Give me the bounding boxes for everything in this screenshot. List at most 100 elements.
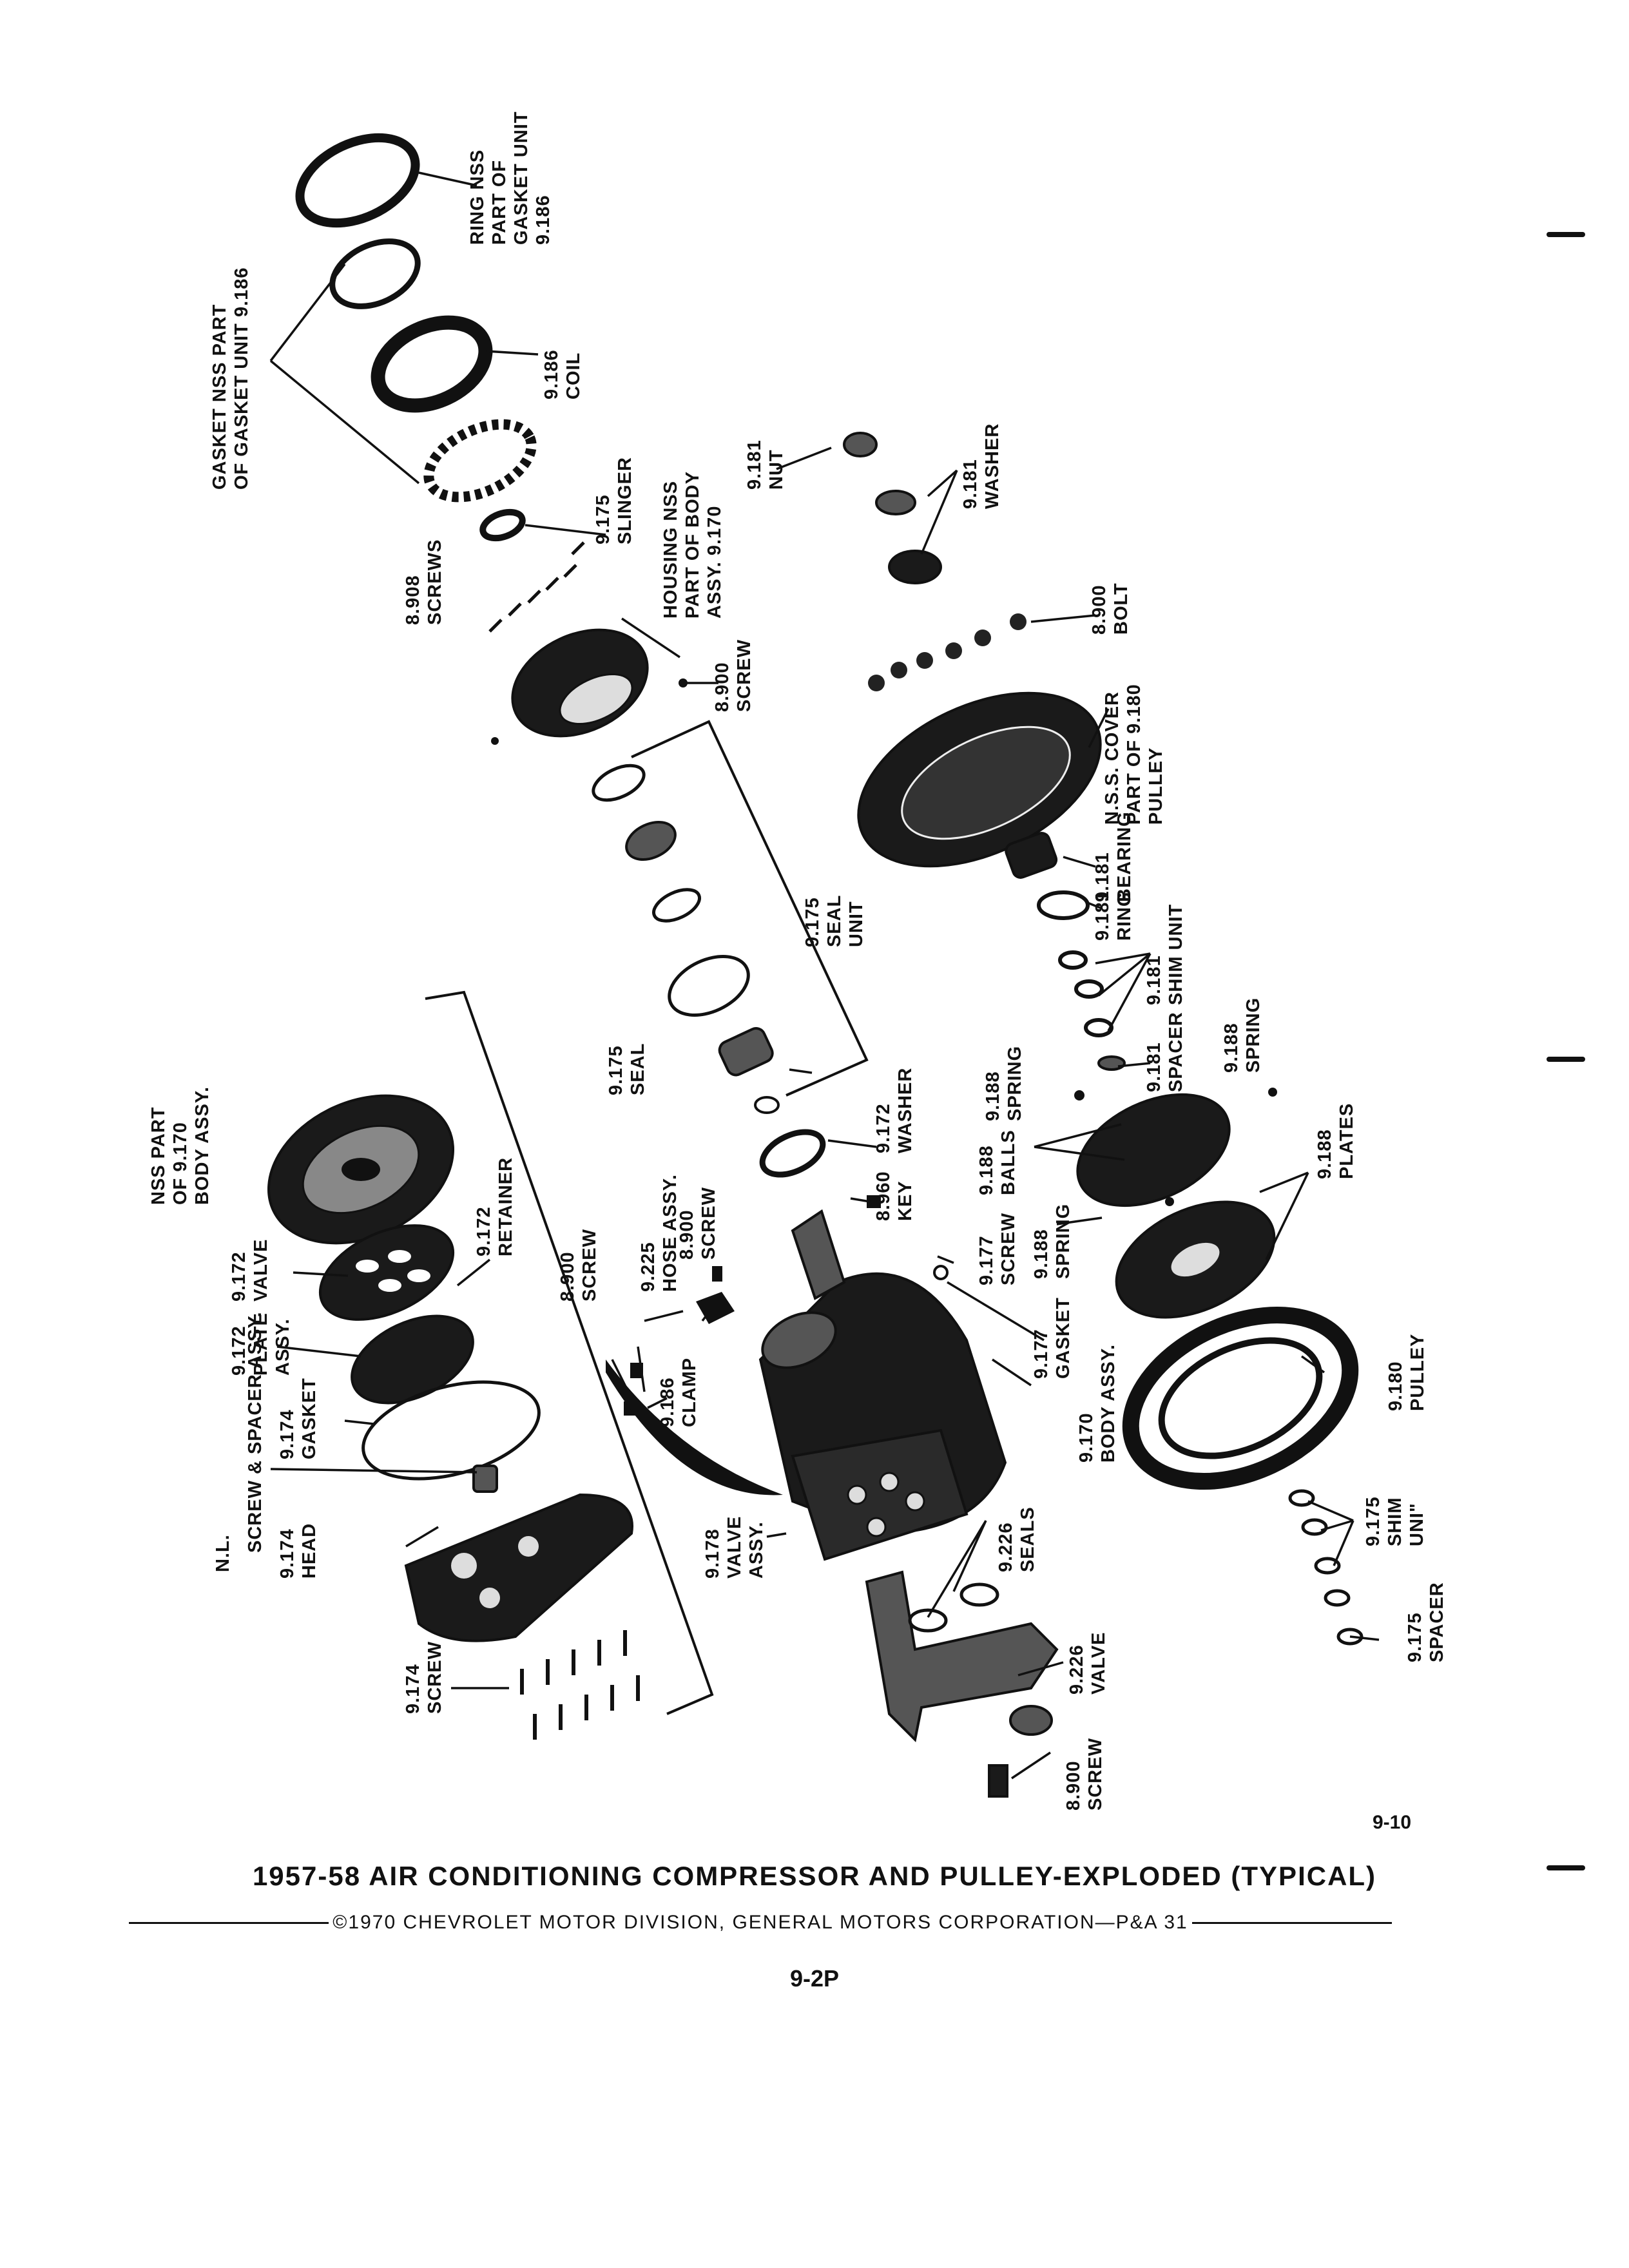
label-line: SHIM [1385, 1497, 1405, 1547]
seal-unit-bracket [631, 720, 869, 1097]
shaft-part [791, 1209, 846, 1300]
label-line: 9.172 [229, 1325, 249, 1376]
label-cover-nss: N.S.S. COVERPART OF 9.180PULLEY [1102, 684, 1166, 825]
label-valve-9178: 9.178VALVEASSY. [702, 1516, 767, 1579]
label-screw-9177: 9.177SCREW [976, 1213, 1019, 1285]
left-assembly-bracket [425, 990, 714, 1715]
label-line: 9.170 [1076, 1412, 1097, 1463]
label-line: 9.175 [1363, 1496, 1383, 1546]
label-key-8960: 8.960KEY [873, 1171, 916, 1221]
label-line: OF 9.170 [170, 1122, 191, 1205]
label-line: PART OF BODY [682, 471, 703, 619]
shim-unit-part [1058, 950, 1113, 1037]
label-line: 9.188 [983, 1071, 1003, 1121]
label-line: 9.225 [638, 1242, 659, 1292]
label-line: SLINGER [615, 457, 635, 544]
ring-part-b [1037, 890, 1090, 920]
label-line: SCREW [699, 1187, 719, 1260]
page-number: 9-2P [789, 1965, 840, 1992]
coil-part [371, 315, 493, 413]
label-line: OF GASKET UNIT 9.186 [231, 267, 252, 490]
label-line: UNIT [846, 901, 867, 947]
label-line: PLATE [251, 1312, 271, 1376]
label-line: ASSY. [746, 1521, 767, 1579]
label-body-assy: 9.170BODY ASSY. [1076, 1344, 1119, 1463]
label-head-9174: 9.174HEAD [277, 1523, 320, 1579]
right-rule [1191, 1921, 1392, 1924]
plate-part-a [1076, 1093, 1231, 1207]
margin-tick-2 [1547, 1057, 1585, 1062]
label-line: 9.174 [277, 1528, 298, 1579]
label-line: GASKET [1053, 1297, 1074, 1379]
label-nl: N.L. [213, 1534, 233, 1572]
label-valve-9172: 9.172VALVE [229, 1239, 271, 1302]
label-line: PLATES [1336, 1103, 1357, 1179]
label-line: HOSE ASSY. [660, 1174, 680, 1292]
label-screw-spacer: SCREW & SPACER ASSY. [245, 1312, 265, 1553]
label-line: 8.960 [873, 1171, 894, 1221]
label-spring-9188-c: 9.188SPRING [1031, 1204, 1074, 1279]
label-line: 9.226 [996, 1522, 1016, 1572]
label-line: 9.172 [229, 1251, 249, 1302]
left-rule [129, 1921, 329, 1924]
plate-9172-part [351, 1314, 474, 1405]
screws-9174-part [520, 1630, 640, 1740]
label-line: SEALS [1017, 1506, 1038, 1572]
margin-tick-1 [1547, 232, 1585, 237]
label-line: 9.177 [1031, 1329, 1052, 1379]
label-line: 8.900 [1063, 1760, 1084, 1811]
label-plate-9172: 9.172PLATEASSY. [229, 1312, 293, 1376]
label-line: PULLEY [1407, 1334, 1428, 1411]
label-spacer-9175: 9.175SPACER [1405, 1582, 1447, 1662]
label-washer-9172: 9.172WASHER [873, 1068, 916, 1153]
label-line: PART OF [489, 160, 510, 245]
copyright-row: ©1970 CHEVROLET MOTOR DIVISION, GENERAL … [129, 1908, 1392, 1937]
leader-lines-layer [269, 171, 1380, 1780]
label-line: 9.175 [802, 897, 823, 947]
label-line: BODY ASSY. [1098, 1344, 1119, 1463]
label-spacer-9181: 9.181SPACER [1144, 1012, 1186, 1092]
label-line: SCREW [425, 1641, 445, 1714]
label-pulley-9180: 9.180PULLEY [1385, 1334, 1428, 1411]
label-nut-9181: 9.181NUT [744, 439, 787, 490]
label-line: SHIM UNIT [1166, 904, 1186, 1005]
label-line: SCREW [734, 639, 755, 712]
label-balls-9188: 9.188BALLS [976, 1129, 1019, 1195]
label-line: 8.900 [557, 1251, 578, 1302]
label-line: 9.181 [1144, 1042, 1164, 1092]
label-spring-9188-a: 9.188SPRING [1221, 997, 1264, 1073]
label-line: 9.181 [1092, 852, 1113, 902]
label-line: WASHER [895, 1068, 916, 1153]
label-line: SPACER [1166, 1012, 1186, 1092]
label-plates-9188: 9.188PLATES [1315, 1103, 1357, 1179]
label-bolt-8900: 8.900BOLT [1089, 582, 1132, 635]
label-line: CLAMP [679, 1358, 700, 1427]
label-line: GASKET [299, 1378, 320, 1459]
label-screw-9174: 9.174SCREW [403, 1641, 445, 1714]
label-line: SEAL [824, 895, 845, 947]
parts-layer [267, 133, 1364, 1798]
label-line: 9.181 [1092, 890, 1113, 941]
label-line: VALVE [251, 1239, 271, 1302]
label-line: 9.226 [1066, 1644, 1087, 1695]
figure-number: 9-10 [1373, 1812, 1412, 1833]
label-line: 8.900 [712, 662, 733, 712]
label-line: 9.178 [702, 1528, 723, 1579]
label-line: PART OF 9.180 [1124, 684, 1144, 825]
washer-9172-part [759, 1129, 826, 1178]
label-valve-9226: 9.226VALVE [1066, 1632, 1109, 1695]
label-coil: 9.186COIL [541, 349, 584, 399]
label-line: RETAINER [496, 1157, 516, 1256]
label-line: 8.908 [403, 575, 423, 625]
label-line: BEARING [1114, 811, 1135, 902]
brackets-layer [425, 720, 869, 1715]
figure-caption: 1957-58 AIR CONDITIONING COMPRESSOR AND … [252, 1861, 1377, 1891]
label-line: N.S.S. COVER [1102, 691, 1123, 825]
label-line: 9.186 [533, 195, 554, 245]
valve-9172-part [318, 1224, 455, 1321]
label-line: 9.181 [960, 459, 981, 509]
label-line: 9.177 [976, 1235, 997, 1285]
label-clamp-9186: 9.186CLAMP [657, 1358, 700, 1427]
nut-part [843, 432, 878, 457]
label-line: WASHER [982, 423, 1003, 509]
